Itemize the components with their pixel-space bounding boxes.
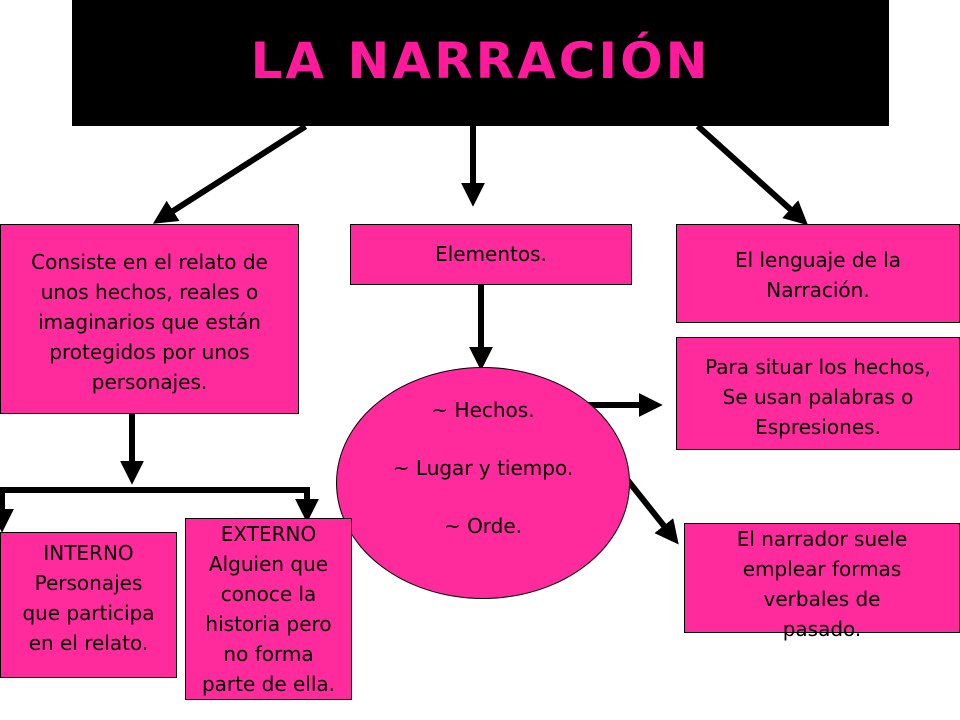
arrow-title-to-language <box>695 123 809 226</box>
branch-connector <box>0 487 310 508</box>
element-item-hechos: ~ Hechos. <box>431 398 535 422</box>
external-narrator-box: EXTERNO Alguien que conoce la historia p… <box>185 518 352 700</box>
language-box: El lenguaje de la Narración. <box>676 224 960 323</box>
past-verbs-box: El narrador suele emplear formas verbale… <box>684 523 960 641</box>
arrow-title-to-definition <box>152 123 308 224</box>
situate-facts-box: Para situar los hechos, Se usan palabras… <box>676 337 960 450</box>
elements-box: Elementos. <box>350 224 632 285</box>
internal-narrator-box: INTERNO Personajes que participa en el r… <box>0 532 177 678</box>
diagram-title: LA NARRACIÓN <box>250 32 711 90</box>
elements-ellipse: ~ Hechos. ~ Lugar y tiempo. ~ Orde. <box>336 367 630 599</box>
element-item-orde: ~ Orde. <box>443 514 523 538</box>
title-banner: LA NARRACIÓN <box>72 0 889 126</box>
element-item-lugar-tiempo: ~ Lugar y tiempo. <box>392 456 574 480</box>
definition-box: Consiste en el relato de unos hechos, re… <box>0 224 299 414</box>
